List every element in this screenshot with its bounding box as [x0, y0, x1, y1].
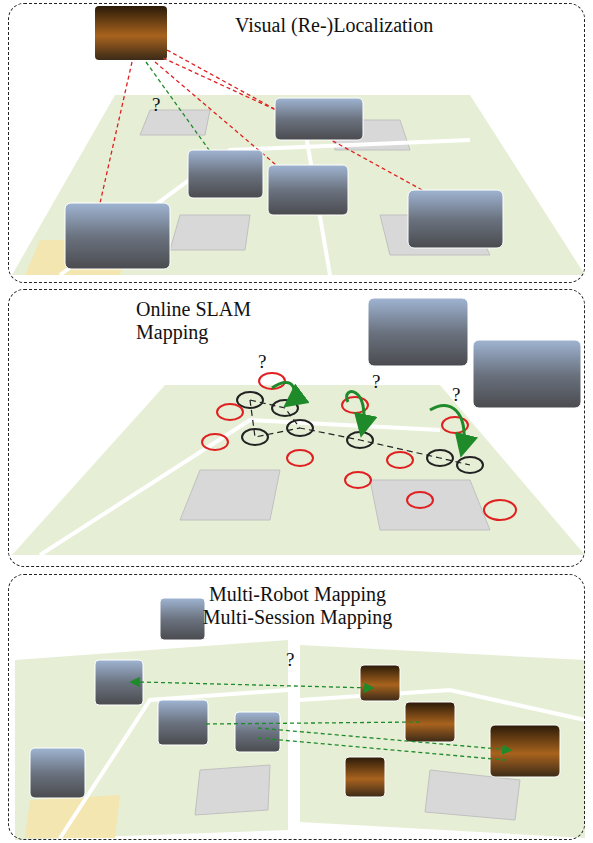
map: [12, 385, 585, 555]
panel-title: Multi-Robot Mapping: [149, 583, 446, 606]
dashed-panel: Multi-Robot MappingMulti-Session Mapping: [8, 574, 585, 840]
query-photo: [95, 6, 167, 60]
dashed-panel: Visual (Re-)Localization: [8, 3, 585, 283]
question-mark: ?: [452, 385, 460, 405]
photo: [368, 298, 468, 366]
match-arrows: [132, 682, 510, 760]
question-mark: ?: [372, 372, 380, 392]
photo: [473, 340, 581, 408]
dashed-panel: Online SLAM Mapping: [8, 289, 585, 567]
map: [12, 95, 585, 275]
photos: [30, 598, 560, 798]
question-mark: ?: [152, 95, 160, 115]
question-mark: ?: [286, 650, 294, 670]
slam-graph: [202, 373, 516, 520]
panel-title: Online SLAM Mapping: [136, 298, 266, 344]
db-photos: [65, 98, 503, 269]
question-mark: ?: [258, 352, 266, 372]
panel-title: Visual (Re-)Localization: [235, 14, 535, 37]
panel-title: Multi-Session Mapping: [149, 606, 446, 629]
map: [15, 640, 585, 840]
